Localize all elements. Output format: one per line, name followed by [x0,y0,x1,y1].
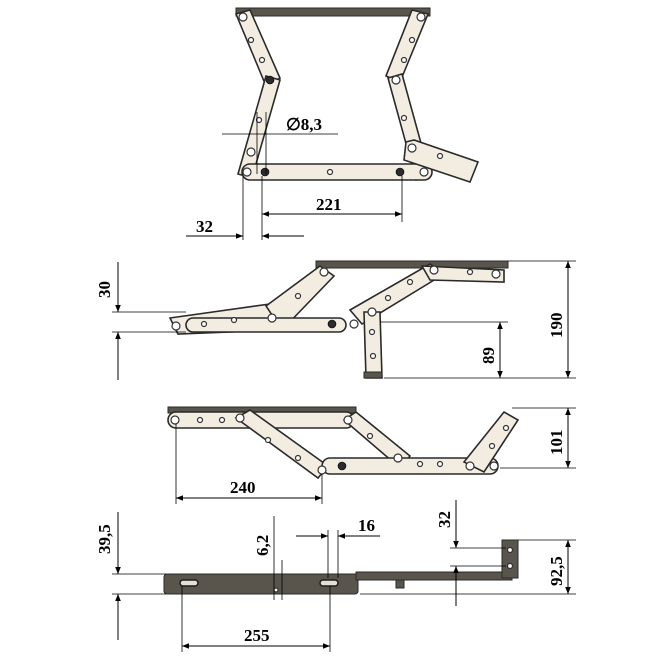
pivot-hole [391,75,401,85]
pivot-hole [393,453,403,463]
slot [319,579,339,587]
view-mid: 101 240 [167,406,576,504]
pivot-hole [367,307,377,317]
dim-39-5-label: 39,5 [95,524,114,554]
pivot-hole [436,460,444,468]
pivot-hole [488,442,496,450]
pivot-hole [408,36,416,44]
dim-101-label: 101 [547,430,566,456]
rivet [395,167,405,177]
pivot-hole [200,320,208,328]
dim-6-2-label: 6,2 [253,535,272,556]
pivot-hole [319,267,329,277]
pivot-hole [264,436,272,444]
view-top-folded: ∅8,3 221 32 [186,7,480,240]
pivot-hole [326,168,334,176]
dim-190-label: 190 [547,313,566,339]
pivot-hole [366,432,374,440]
rail-arm [420,265,505,283]
drop-foot [363,371,383,379]
pivot-hole [416,460,424,468]
rivet [337,461,347,471]
rivet [260,167,270,177]
view-side: 39,5 6,2 16 32 92,5 255 [95,500,576,652]
dim-92-5-label: 92,5 [547,556,566,586]
top-rail [235,7,431,17]
pivot-hole [506,562,514,570]
bottom-link [241,163,433,181]
pivot-hole [230,316,238,324]
dim-30-label: 30 [95,281,114,298]
end-bracket [501,539,519,579]
pivot-hole [255,116,263,124]
rivet [265,75,275,85]
base-plate [163,573,359,595]
dim-32-side-label: 32 [435,511,454,528]
pivot-hole [238,12,248,22]
stop-block [395,579,405,589]
pivot-hole [242,167,252,177]
lower-link [185,317,347,333]
pivot-hole [416,12,426,22]
rivet [327,319,337,329]
pivot-hole [400,114,408,122]
pivot-hole [273,587,279,593]
pivot-hole [294,454,302,462]
drop-link [363,311,383,379]
dim-255-label: 255 [244,626,270,645]
pivot-hole [294,292,302,300]
pivot-hole [466,268,474,276]
pivot-hole [218,416,226,424]
pivot-hole [343,415,353,425]
rail-arm [355,571,513,581]
pivot-hole [491,269,501,279]
pivot-hole [384,294,392,302]
dim-16-label: 16 [358,516,375,535]
pivot-hole [489,461,499,471]
pivot-hole [349,319,359,329]
diameter-label: ∅8,3 [286,115,322,134]
left-link-upper [234,9,282,88]
pivot-hole [465,461,475,471]
pivot-hole [267,313,277,323]
pivot-hole [258,56,266,64]
pivot-hole [502,424,510,432]
pivot-hole [368,328,376,336]
pivot-hole [406,278,414,286]
pivot-hole [407,143,417,153]
pivot-hole [419,167,429,177]
pivot-hole [246,147,256,157]
diagonal-link-2 [342,411,412,470]
pivot-hole [400,56,408,64]
view-extended: 30 190 89 [95,260,576,380]
extension-arm [403,139,480,183]
pivot-hole [235,413,245,423]
pivot-hole [317,465,327,475]
dim-32-label: 32 [196,217,213,236]
pivot-hole [436,152,444,160]
pivot-hole [429,265,439,275]
pivot-hole [171,321,181,331]
top-rail [315,260,509,269]
dim-221-label: 221 [316,195,342,214]
pivot-hole [369,352,377,360]
pivot-hole [196,416,204,424]
slot [179,579,199,587]
pivot-hole [506,546,514,554]
dim-89-label: 89 [479,347,498,364]
pivot-hole [247,36,255,44]
pivot-hole [170,415,180,425]
dim-240-label: 240 [230,478,256,497]
left-link-lower [237,75,281,179]
